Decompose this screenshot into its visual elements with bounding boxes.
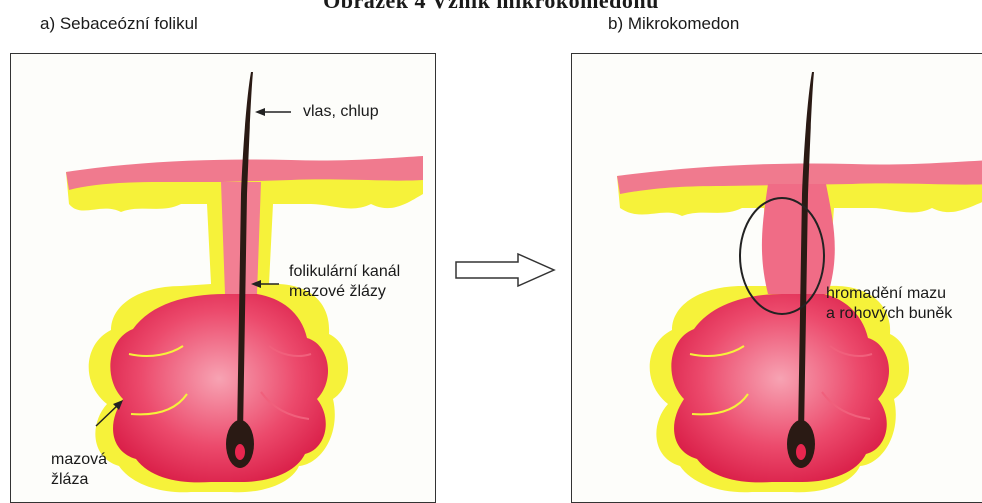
label-accumulation-line1: hromadění mazu bbox=[826, 284, 946, 304]
panel-a-title: a) Sebaceózní folikul bbox=[40, 14, 198, 34]
label-canal-line1: folikulární kanál bbox=[289, 262, 400, 282]
microcomedo-illustration bbox=[572, 54, 982, 502]
label-gland-line2: žláza bbox=[51, 470, 88, 490]
figure-title: Obrázek 4 Vznik mikrokomedonu bbox=[0, 0, 982, 14]
panel-b-microcomedo: hromadění mazu a rohových buněk bbox=[571, 53, 982, 503]
panel-b-title: b) Mikrokomedon bbox=[608, 14, 739, 34]
label-canal-line2: mazové žlázy bbox=[289, 282, 386, 302]
panel-a-sebaceous-follicle: vlas, chlup folikulární kanál mazové žlá… bbox=[10, 53, 436, 503]
label-hair: vlas, chlup bbox=[303, 102, 379, 122]
clogged-canal bbox=[762, 184, 835, 294]
label-accumulation-line2: a rohových buněk bbox=[826, 304, 952, 324]
label-gland-line1: mazová bbox=[51, 450, 107, 470]
sebaceous-gland bbox=[110, 294, 328, 482]
